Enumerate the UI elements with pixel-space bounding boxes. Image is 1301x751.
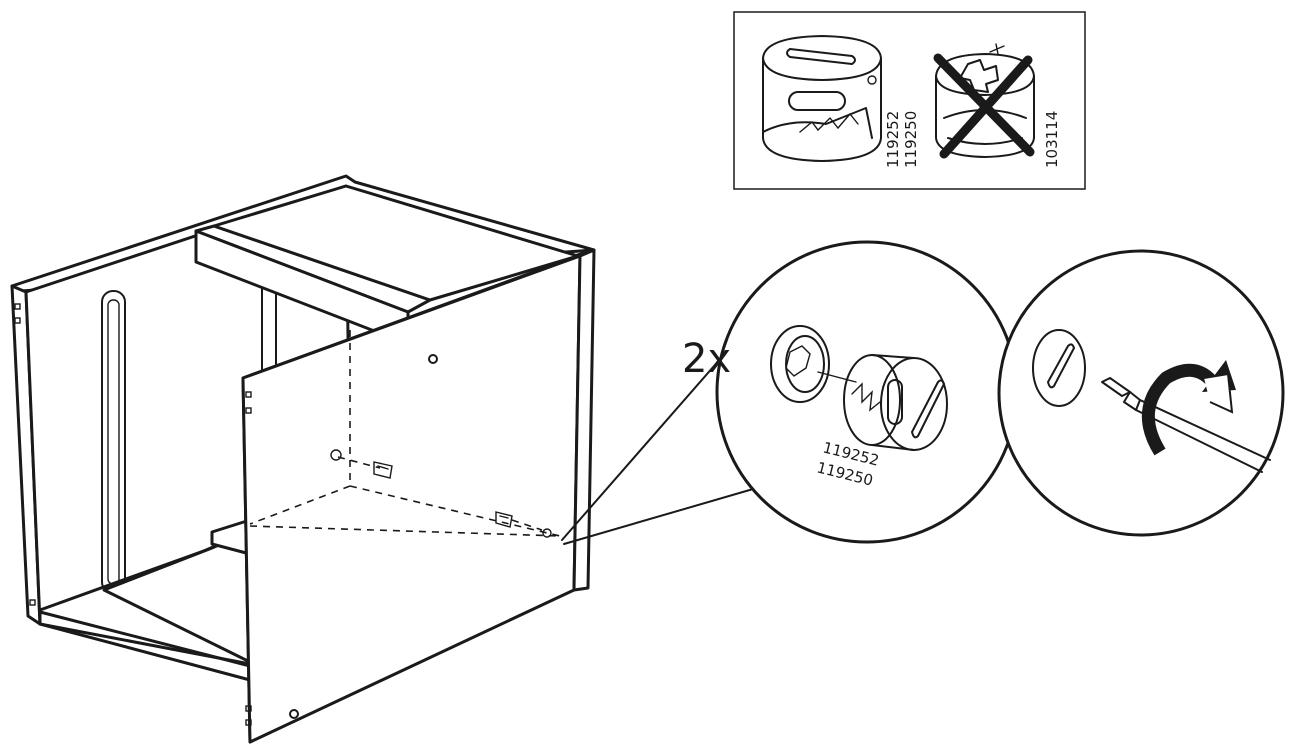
right-panel-top-hole	[428, 354, 438, 364]
detail-tighten-cam-lock	[997, 249, 1285, 537]
right-side-panel-edge	[572, 248, 596, 592]
quantity-label: 2x	[682, 336, 731, 382]
cabinet-assembly	[10, 174, 596, 744]
parts-legend: 119252 119250 103114	[733, 11, 1086, 190]
detail-insert-circle	[715, 240, 1019, 544]
hidden-edge-lines	[249, 330, 561, 537]
right-panel-bottom-hole	[289, 709, 299, 719]
not-allowed-cross-icon	[933, 53, 1035, 159]
bottom-panel-front-edge	[38, 610, 252, 682]
cam-lock-fitting-icon	[762, 35, 882, 162]
panel-hole-icon	[770, 325, 830, 403]
cam-fitting-marker-right	[495, 511, 552, 538]
screwdriver-icon	[1101, 377, 1271, 473]
cam-fitting-marker-left	[330, 449, 393, 479]
legend-part-number-119252: 119252	[884, 111, 902, 168]
detail-tighten-circle	[997, 249, 1285, 537]
edge-hole-markers	[14, 303, 252, 726]
cam-head-icon	[1032, 329, 1086, 407]
parts-legend-frame	[733, 11, 1086, 190]
legend-part-number-103114: 103114	[1043, 111, 1061, 168]
detail-insert-cam-lock: 119252 119250	[715, 240, 1019, 544]
clockwise-arrow-icon	[1141, 360, 1236, 456]
callout-pointer	[561, 333, 761, 545]
insert-guide-line	[817, 371, 857, 383]
cam-lock-insert-icon	[843, 354, 948, 451]
legend-part-number-119250: 119250	[902, 111, 920, 168]
